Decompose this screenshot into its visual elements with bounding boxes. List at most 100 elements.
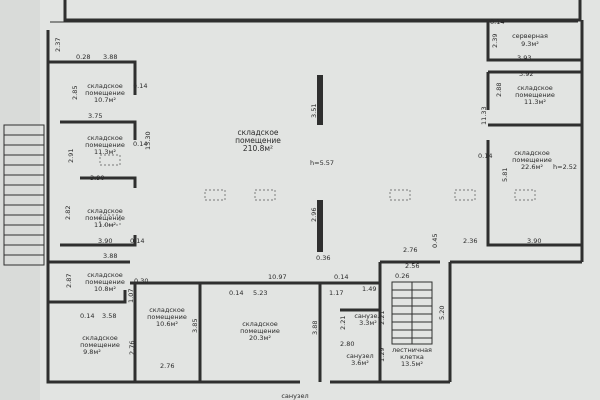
- svg-text:0.14: 0.14: [478, 152, 492, 160]
- svg-text:складское: складское: [87, 134, 123, 142]
- svg-text:0.14: 0.14: [133, 82, 147, 90]
- svg-text:санузел: санузел: [354, 312, 381, 320]
- room-left4: складское помещение 10.8м²: [85, 271, 125, 293]
- svg-text:клетка: клетка: [400, 353, 424, 361]
- svg-text:помещение: помещение: [235, 136, 281, 145]
- room-bot2: складское помещение 20.3м²: [240, 320, 280, 342]
- svg-text:3.75: 3.75: [88, 112, 102, 120]
- outer-walls: [46, 0, 584, 384]
- svg-text:3.51: 3.51: [310, 104, 318, 118]
- svg-text:складское: складское: [242, 320, 278, 328]
- svg-text:складское: складское: [514, 149, 550, 157]
- columns: [317, 75, 323, 252]
- svg-text:складское: складское: [87, 82, 123, 90]
- svg-text:13.5м²: 13.5м²: [401, 360, 423, 368]
- svg-text:2.21: 2.21: [378, 311, 386, 325]
- svg-text:10.7м²: 10.7м²: [94, 96, 116, 104]
- svg-text:11.33: 11.33: [480, 106, 488, 125]
- svg-text:2.82: 2.82: [64, 206, 72, 220]
- svg-text:2.39: 2.39: [491, 34, 499, 48]
- room-main: складское помещение 210.8м² h=5.57: [235, 128, 334, 167]
- svg-text:0.14: 0.14: [490, 18, 504, 26]
- svg-text:лестничная: лестничная: [392, 346, 432, 354]
- svg-text:3.88: 3.88: [311, 321, 319, 335]
- room-left5: складское помещение 9.8м²: [80, 334, 120, 356]
- svg-text:складское: складское: [87, 207, 123, 215]
- svg-text:0.14: 0.14: [229, 289, 243, 297]
- outer-stair-hatch: [3, 124, 45, 266]
- room-left1: складское помещение 10.7м²: [85, 82, 125, 104]
- svg-text:0.14: 0.14: [133, 140, 147, 148]
- svg-text:0.45: 0.45: [431, 234, 439, 248]
- svg-text:9.8м²: 9.8м²: [83, 348, 101, 356]
- svg-text:складское: складское: [237, 128, 278, 137]
- svg-text:3.90: 3.90: [527, 237, 541, 245]
- svg-text:210.8м²: 210.8м²: [243, 144, 273, 153]
- svg-text:складское: складское: [149, 306, 185, 314]
- svg-text:1.17: 1.17: [329, 289, 343, 297]
- room-wc2: санузел 3.6м²: [346, 352, 373, 367]
- room-stair: лестничная клетка 13.5м²: [392, 346, 432, 368]
- room-left3: складское помещение 11.0м²: [85, 207, 125, 229]
- room-right1: складское помещение 11.3м²: [515, 84, 555, 106]
- svg-text:помещение: помещение: [240, 327, 280, 335]
- svg-text:3.90: 3.90: [90, 174, 104, 182]
- svg-text:9.3м²: 9.3м²: [521, 40, 539, 48]
- room-server: серверная 9.3м²: [512, 32, 548, 48]
- svg-text:0.14: 0.14: [334, 273, 348, 281]
- svg-text:10.6м²: 10.6м²: [156, 320, 178, 328]
- svg-text:3.58: 3.58: [102, 312, 116, 320]
- svg-text:11.0м²: 11.0м²: [94, 221, 116, 229]
- svg-text:помещение: помещение: [512, 156, 552, 164]
- svg-text:2.88: 2.88: [495, 83, 503, 97]
- svg-text:10.8м²: 10.8м²: [94, 285, 116, 293]
- svg-text:2.96: 2.96: [310, 208, 318, 222]
- svg-text:2.76: 2.76: [403, 246, 417, 254]
- svg-text:h=5.57: h=5.57: [310, 159, 334, 167]
- svg-text:3.3м²: 3.3м²: [359, 319, 377, 327]
- bottom-label: санузел: [281, 392, 308, 400]
- room-wc1: санузел 3.3м²: [354, 312, 381, 327]
- svg-text:3.93: 3.93: [517, 54, 531, 62]
- svg-text:помещение: помещение: [85, 278, 125, 286]
- svg-text:5.81: 5.81: [501, 168, 509, 182]
- svg-text:1.49: 1.49: [362, 285, 376, 293]
- svg-text:0.26: 0.26: [395, 272, 409, 280]
- svg-text:0.14: 0.14: [80, 312, 94, 320]
- svg-text:2.91: 2.91: [67, 149, 75, 163]
- room-left2: складское помещение 11.3м²: [85, 134, 125, 156]
- left-partitions: [48, 60, 440, 382]
- svg-text:2.56: 2.56: [405, 262, 419, 270]
- svg-text:помещение: помещение: [515, 91, 555, 99]
- right-partitions: [486, 20, 582, 247]
- svg-text:13.30: 13.30: [144, 131, 152, 150]
- svg-text:h=2.52: h=2.52: [553, 163, 577, 171]
- svg-text:2.76: 2.76: [128, 341, 136, 355]
- svg-text:5.20: 5.20: [438, 306, 446, 320]
- svg-text:складское: складское: [517, 84, 553, 92]
- svg-text:санузел: санузел: [346, 352, 373, 360]
- svg-text:3.92: 3.92: [519, 70, 533, 78]
- svg-text:2.85: 2.85: [71, 86, 79, 100]
- svg-text:2.76: 2.76: [160, 362, 174, 370]
- svg-text:3.85: 3.85: [191, 319, 199, 333]
- svg-text:складское: складское: [82, 334, 118, 342]
- svg-text:2.21: 2.21: [339, 316, 347, 330]
- dashed-marks: [99, 154, 536, 226]
- room-bot1: складское помещение 10.6м²: [147, 306, 187, 328]
- svg-text:3.6м²: 3.6м²: [351, 359, 369, 367]
- svg-text:2.36: 2.36: [463, 237, 477, 245]
- svg-text:0.36: 0.36: [316, 254, 330, 262]
- svg-text:помещение: помещение: [85, 89, 125, 97]
- svg-text:5.23: 5.23: [253, 289, 267, 297]
- svg-text:2.80: 2.80: [340, 340, 354, 348]
- svg-text:помещение: помещение: [80, 341, 120, 349]
- svg-text:3.88: 3.88: [103, 252, 117, 260]
- svg-text:3.90: 3.90: [98, 237, 112, 245]
- svg-text:11.3м²: 11.3м²: [94, 148, 116, 156]
- svg-text:2.87: 2.87: [65, 274, 73, 288]
- svg-text:0.30: 0.30: [134, 277, 148, 285]
- svg-text:22.6м²: 22.6м²: [521, 163, 543, 171]
- svg-text:1.07: 1.07: [127, 289, 135, 303]
